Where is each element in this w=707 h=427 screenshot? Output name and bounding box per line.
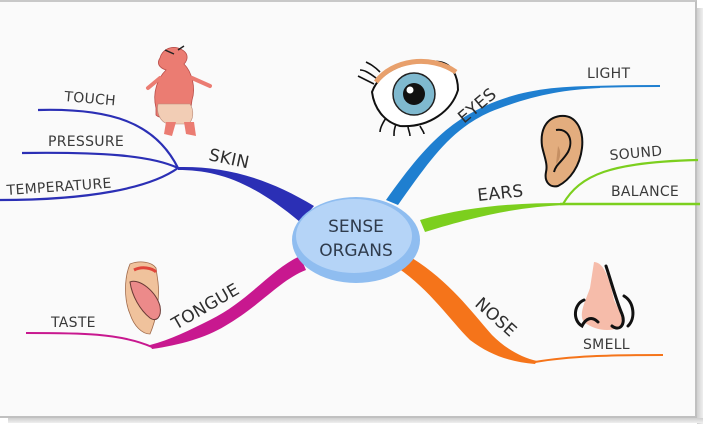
branch-ears bbox=[420, 158, 700, 232]
person-back-icon bbox=[146, 45, 212, 136]
branch-touch-line bbox=[37, 108, 179, 169]
nose-icon bbox=[574, 262, 635, 330]
ear-icon bbox=[540, 114, 584, 188]
branch-tongue bbox=[25, 256, 306, 349]
leaf-label-smell: SMELL bbox=[583, 337, 630, 353]
leaf-label-touch: TOUCH bbox=[63, 89, 117, 110]
branch-tongue-trunk bbox=[150, 256, 306, 349]
branch-skin bbox=[0, 108, 314, 222]
frame-shadow-right bbox=[697, 8, 703, 424]
branch-eyes-trunk bbox=[386, 86, 600, 205]
branch-nose-trunk bbox=[398, 258, 537, 364]
branch-sound-line bbox=[562, 158, 699, 205]
branch-nose bbox=[398, 258, 664, 364]
branch-pressure-line bbox=[21, 151, 179, 169]
eye-icon bbox=[357, 58, 460, 137]
branch-light-line bbox=[589, 85, 661, 88]
center-ellipse-highlight bbox=[296, 199, 412, 273]
branch-eyes bbox=[386, 85, 661, 205]
branch-label-ears: EARS bbox=[476, 181, 524, 206]
leaf-label-temperature: TEMPERATURE bbox=[5, 176, 112, 199]
leaf-label-light: LIGHT bbox=[587, 66, 631, 82]
center-label-line2: ORGANS bbox=[319, 241, 393, 261]
branch-taste-line bbox=[25, 332, 153, 348]
leaf-label-taste: TASTE bbox=[50, 315, 96, 331]
tongue-icon bbox=[125, 261, 161, 335]
leaf-label-pressure: PRESSURE bbox=[48, 134, 124, 150]
center-label-line1: SENSE bbox=[328, 217, 384, 237]
frame-shadow-bottom bbox=[8, 418, 703, 423]
leaf-label-sound: SOUND bbox=[609, 143, 663, 164]
branch-smell-line bbox=[534, 354, 664, 363]
branch-temperature-line bbox=[0, 167, 179, 202]
center-node[interactable]: SENSE ORGANS bbox=[292, 197, 420, 283]
branch-ears-trunk bbox=[420, 203, 565, 232]
branch-skin-trunk bbox=[178, 166, 314, 222]
leaf-label-balance: BALANCE bbox=[611, 184, 679, 200]
